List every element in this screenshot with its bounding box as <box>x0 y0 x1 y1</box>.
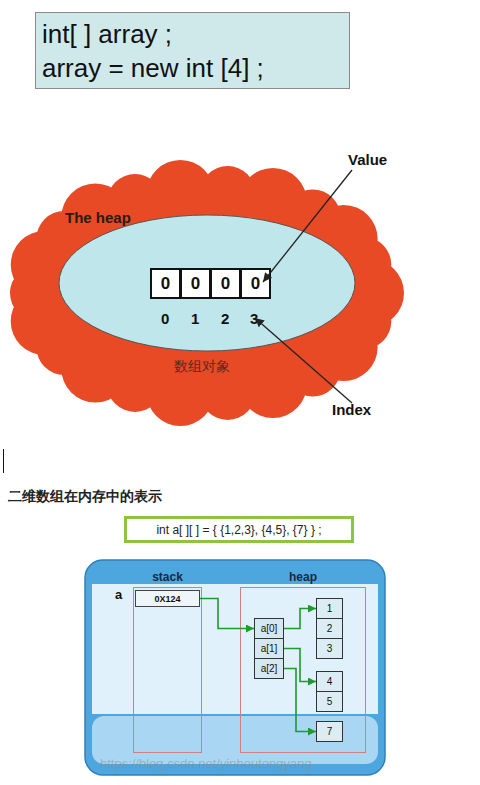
node-text: 2 <box>327 623 333 634</box>
watermark: https://blog.csdn.net/yinhoutongyang <box>100 756 312 771</box>
node-text: heap <box>241 570 365 584</box>
heap-cloud: The heap 数组对象 0 0 0 0 <box>8 163 400 423</box>
node-text: int[ ] array ; <box>42 17 172 51</box>
reference-arrow <box>284 609 316 629</box>
leader-line <box>255 318 352 403</box>
node-text: 0 <box>221 274 230 294</box>
section-heading: 二维数组在内存中的表示 <box>8 488 162 506</box>
node-text: stack <box>134 570 201 584</box>
memory-panel-inner <box>92 584 378 714</box>
value-cell: 1 <box>316 598 343 619</box>
array-object-ellipse <box>59 215 355 351</box>
text-cursor <box>3 449 4 473</box>
pointer-cell: a[2] <box>254 658 284 679</box>
node-text: 5 <box>327 696 333 707</box>
code-box: int[ ] array ;array = new int [4] ; <box>35 12 350 89</box>
node-text: 4 <box>327 676 333 687</box>
index-number: 3 <box>250 310 258 327</box>
value-cell: 2 <box>316 618 343 639</box>
reference-arrow <box>284 669 316 732</box>
index-number: 1 <box>191 310 199 327</box>
node-text: int a[ ][ ] = { {1,2,3}, {4,5}, {7} } ; <box>156 523 321 537</box>
array-cell: 0 <box>210 268 241 299</box>
array-cell: 0 <box>150 268 181 299</box>
node-text: 0 <box>191 274 200 294</box>
array-cell: 0 <box>240 268 271 299</box>
node-text: 3 <box>327 643 333 654</box>
heap-area: heapa[0]a[1]a[2]123457 <box>240 587 366 753</box>
node-text: The heap <box>65 209 131 226</box>
callout-text: Value <box>348 151 387 168</box>
index-number: 2 <box>221 310 229 327</box>
stack-area: stack0X124 <box>133 587 202 753</box>
node-text: 1 <box>327 603 333 614</box>
code-box: int a[ ][ ] = { {1,2,3}, {4,5}, {7} } ; <box>124 516 354 543</box>
node-text: 0 <box>251 274 260 294</box>
array-cell: 0 <box>180 268 211 299</box>
memory-panel <box>85 560 385 775</box>
value-cell: 3 <box>316 638 343 659</box>
node-text: a[0] <box>261 623 278 634</box>
node-text: 数组对象 <box>174 358 230 376</box>
cloud-fill <box>10 160 404 426</box>
pointer-cell: a[1] <box>254 638 284 659</box>
stack-slot: 0X124 <box>135 590 200 607</box>
reference-arrow <box>284 649 316 682</box>
node-text: 0X124 <box>154 594 180 604</box>
value-cell: 7 <box>316 721 343 742</box>
pointer-cell: a[0] <box>254 618 284 639</box>
variable-name: a <box>115 587 122 602</box>
node-text: 0 <box>161 274 170 294</box>
leader-line <box>263 170 352 282</box>
node-text: a[2] <box>261 663 278 674</box>
callout-text: Index <box>332 401 371 418</box>
node-text: array = new int [4] ; <box>42 51 264 85</box>
node-text: 7 <box>327 726 333 737</box>
value-cell: 4 <box>316 671 343 692</box>
index-number: 0 <box>161 310 169 327</box>
node-text: a[1] <box>261 643 278 654</box>
reference-arrow <box>200 599 254 629</box>
value-cell: 5 <box>316 691 343 712</box>
